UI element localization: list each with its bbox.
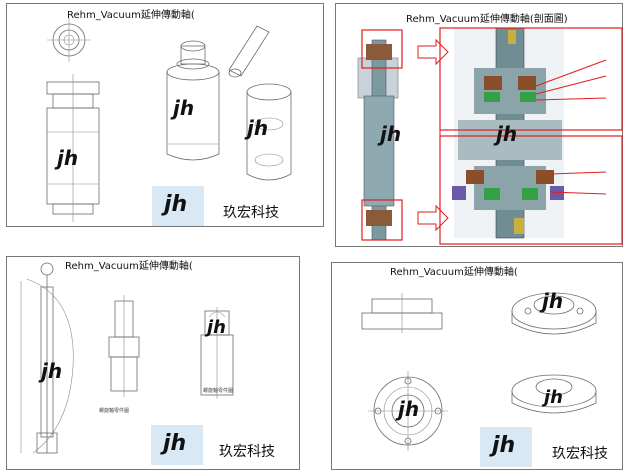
brand-logo: jh — [480, 427, 532, 467]
brand-logo: jh — [152, 186, 204, 226]
watermark-logo: jh — [380, 122, 402, 146]
shaft-drawings — [46, 18, 292, 222]
brand-logo: jh — [151, 425, 203, 465]
watermark-logo: jh — [41, 359, 63, 383]
brand-name: 玖宏科技 — [223, 205, 279, 221]
watermark-logo: jh — [173, 96, 195, 120]
panel-title: Rehm_Vacuum延伸傳動軸(剖面圖) — [406, 14, 568, 25]
drawing-panel-bottom-left: Rehm_Vacuum延伸傳動軸( 螺旋軸零件圖 螺旋軸零件圖 jh jh jh… — [6, 256, 300, 470]
drawing-panel-top-left: Rehm_Vacuum延伸傳動軸( jh jh jh jh — [6, 3, 324, 227]
drawing-panel-bottom-right: Rehm_Vacuum延伸傳動軸( jh jh jh jh 玖宏科技 — [331, 262, 623, 470]
brand-name: 玖宏科技 — [552, 446, 608, 462]
panel-title: Rehm_Vacuum延伸傳動軸( — [390, 267, 518, 278]
drawing-caption: 螺旋軸零件圖 — [203, 388, 234, 394]
part-drawings — [20, 262, 234, 454]
brand-name: 玖宏科技 — [219, 444, 275, 460]
flange-drawings — [361, 292, 597, 451]
watermark-logo: jh — [496, 122, 518, 146]
watermark-logo: jh — [398, 397, 420, 421]
panel-title: Rehm_Vacuum延伸傳動軸( — [65, 261, 193, 272]
watermark-logo: jh — [544, 387, 563, 408]
watermark-logo: jh — [57, 146, 79, 170]
watermark-logo: jh — [542, 289, 564, 313]
watermark-logo: jh — [247, 116, 269, 140]
panel-title: Rehm_Vacuum延伸傳動軸( — [67, 10, 195, 21]
drawing-panel-top-right: Rehm_Vacuum延伸傳動軸(剖面圖) — [335, 3, 623, 247]
section-view — [357, 27, 623, 245]
drawing-caption: 螺旋軸零件圖 — [99, 408, 130, 414]
watermark-logo: jh — [207, 317, 226, 338]
